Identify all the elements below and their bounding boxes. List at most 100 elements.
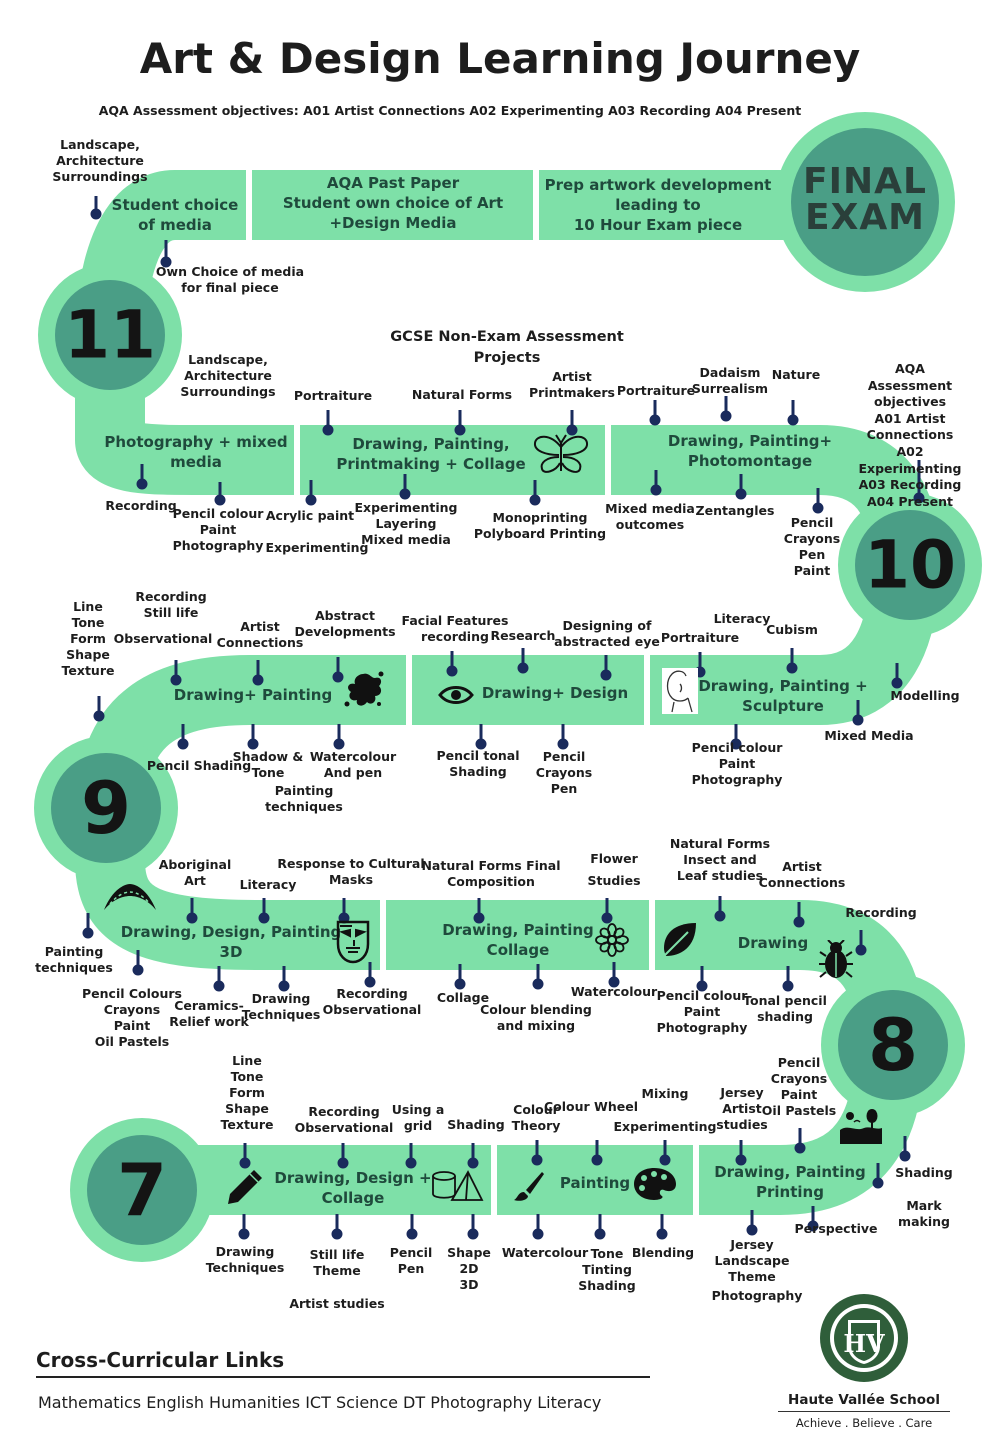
- label-y7-pencil-crayons: Pencil Crayons Paint Oil Pastels: [761, 1055, 837, 1118]
- school-motto: Achieve . Believe . Care: [795, 1416, 933, 1430]
- label-y10-recording: Recording: [105, 498, 177, 513]
- school-name: Haute Vallée School: [788, 1392, 940, 1408]
- pin-head: [322, 424, 334, 436]
- label-y7-mark-making: Mark making: [898, 1198, 950, 1229]
- paintbrush-icon: [514, 1172, 544, 1201]
- pin-head: [247, 738, 259, 750]
- pin-head: [186, 912, 198, 924]
- pin-head: [467, 1157, 479, 1169]
- label-y11-own-choice: Own Choice of media for final piece: [155, 264, 305, 295]
- label-y7-photography: Photography: [711, 1288, 803, 1303]
- label-y8-flower: Flower Studies: [587, 851, 641, 888]
- pin-head: [696, 980, 708, 992]
- pin-head: [891, 677, 903, 689]
- beetle-icon: [819, 940, 853, 978]
- label-y9-pencil-shading: Pencil Shading: [146, 758, 252, 773]
- pin-head: [331, 1228, 343, 1240]
- label-y8-ceramics: Ceramics- Relief work: [169, 998, 249, 1029]
- pin-head: [913, 492, 925, 504]
- label-y8-recording-observational: Recording Observational: [322, 986, 422, 1017]
- label-y9-artist-connections: Artist Connections: [216, 619, 304, 650]
- road-dividers: [246, 165, 699, 1220]
- pin-head: [454, 978, 466, 990]
- label-y9-literacy: Literacy: [713, 611, 771, 626]
- pin-head: [601, 912, 613, 924]
- label-y9-abstract: Abstract Developments: [294, 608, 396, 639]
- label-y9-shadow-tone: Shadow & Tone: [232, 749, 304, 780]
- pin-head: [872, 1177, 884, 1189]
- pin-head: [473, 912, 485, 924]
- label-y7-tone-tinting: Tone Tinting Shading: [578, 1246, 636, 1293]
- pin-head: [170, 674, 182, 686]
- pin-head: [594, 1228, 606, 1240]
- pin-head: [475, 738, 487, 750]
- section-y10-b: Drawing, Painting, Printmaking + Collage: [336, 435, 526, 473]
- label-y7-colour-theory: Colour Theory: [511, 1102, 561, 1133]
- label-y10-acrylic: Acrylic paint: [265, 508, 355, 523]
- pin-head: [333, 738, 345, 750]
- label-y8-natural-insect: Natural Forms Insect and Leaf studies: [669, 836, 771, 883]
- pin-head: [735, 488, 747, 500]
- label-y8-artist-connections: Artist Connections: [758, 859, 846, 890]
- pin-head: [812, 502, 824, 514]
- label-y9-pencil-crayons-pen: Pencil Crayons Pen: [535, 749, 593, 796]
- pin-head: [258, 912, 270, 924]
- pin-head: [735, 1154, 747, 1166]
- label-y8-literacy: Literacy: [239, 877, 297, 892]
- pin-head: [467, 1228, 479, 1240]
- year-9-number: 9: [80, 766, 132, 850]
- pin-head: [454, 424, 466, 436]
- label-y10-aqa-objectives: AQA Assessment objectives A01 Artist Con…: [858, 361, 962, 509]
- pin-head: [899, 1150, 911, 1162]
- school-divider: [778, 1411, 950, 1412]
- assessment-subtitle: AQA Assessment objectives: A01 Artist Co…: [98, 103, 802, 118]
- label-y8-pencil-colour: Pencil colour Paint Photography: [656, 988, 748, 1035]
- pin-head: [446, 665, 458, 677]
- label-y10-pencil-crayons: Pencil Crayons Pen Paint: [783, 515, 841, 578]
- leaf-icon: [661, 923, 696, 959]
- pin-head: [406, 1228, 418, 1240]
- label-y7-jersey-landscape: Jersey Landscape Theme: [714, 1237, 790, 1284]
- label-y10-monoprinting: Monoprinting Polyboard Printing: [473, 510, 607, 541]
- label-y9-mixed-media: Mixed Media: [824, 728, 914, 743]
- label-y8-painting-techniques: Painting techniques: [35, 944, 113, 975]
- pin-head: [82, 927, 94, 939]
- label-y10-portraiture2: Portraiture: [616, 383, 696, 398]
- pin-head: [852, 714, 864, 726]
- page-title: Art & Design Learning Journey: [139, 34, 861, 83]
- label-y10-experimenting-layering: Experimenting Layering Mixed media: [354, 500, 458, 547]
- label-y8-tonal-pencil: Tonal pencil shading: [743, 993, 827, 1024]
- pin-head: [746, 1224, 758, 1236]
- label-y7-drawing-techniques: Drawing Techniques: [205, 1244, 285, 1275]
- pin-head: [855, 944, 867, 956]
- label-y8-pencil-colours: Pencil Colours Crayons Paint Oil Pastels: [81, 986, 183, 1049]
- pin-head: [557, 738, 569, 750]
- label-y9-designing: Designing of abstracted eye: [554, 618, 660, 649]
- label-y7-mixing: Mixing: [641, 1086, 689, 1101]
- pin-head: [532, 978, 544, 990]
- pin-head: [650, 484, 662, 496]
- pin-head: [656, 1228, 668, 1240]
- label-gcse-nea: GCSE Non-Exam Assessment Projects: [390, 329, 624, 366]
- section-y10-a: Photography + mixed media: [104, 433, 288, 471]
- face-sketch-icon: [662, 668, 698, 714]
- label-y7-grid: Using a grid: [391, 1102, 445, 1133]
- pin-head: [608, 976, 620, 988]
- section-y9-c: Drawing, Painting + Sculpture: [698, 677, 868, 715]
- pins: [82, 196, 925, 1240]
- pin-head: [649, 414, 661, 426]
- cross-curricular-subjects: Mathematics English Humanities ICT Scien…: [38, 1393, 602, 1412]
- label-y9-line-tone: Line Tone Form Shape Texture: [61, 599, 115, 678]
- landscape-icon: [840, 1108, 882, 1144]
- label-y10-mixed-media-outcomes: Mixed media outcomes: [605, 501, 695, 532]
- label-y9-portraiture: Portraiture: [660, 630, 740, 645]
- section-y10-c: Drawing, Painting+ Photomontage: [667, 432, 833, 470]
- label-y8-response: Response to Cultural Masks: [277, 856, 425, 887]
- logo-text: HV: [843, 1329, 885, 1358]
- palette-icon: [634, 1168, 676, 1200]
- label-y7-watercolour: Watercolour: [501, 1245, 589, 1260]
- label-y7-still-life: Still life Theme: [309, 1247, 365, 1278]
- pin-head: [600, 669, 612, 681]
- section-y7-a: Drawing, Design + Collage: [274, 1169, 432, 1207]
- label-y9-recording-still: Recording Still life: [135, 589, 207, 620]
